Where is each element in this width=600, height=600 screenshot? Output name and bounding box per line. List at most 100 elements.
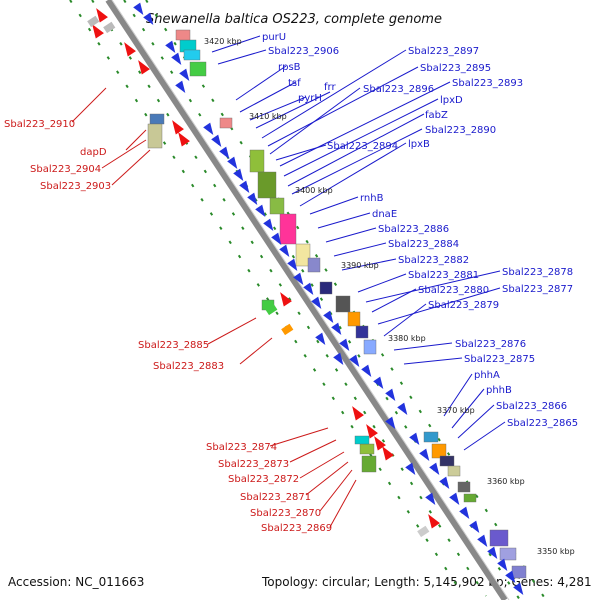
gene-label[interactable]: pyrH — [298, 93, 322, 104]
leader-line — [329, 479, 357, 528]
leader-line — [457, 404, 495, 439]
gene-arrow — [487, 546, 498, 560]
backbone-highlight — [111, 0, 510, 600]
gene-label[interactable]: Sbal223_2882 — [398, 255, 469, 266]
gene-label[interactable]: Sbal223_2866 — [496, 401, 567, 412]
gene-arrow — [361, 364, 372, 378]
leader-line — [217, 49, 267, 65]
feature-band — [439, 455, 455, 467]
leader-line — [239, 81, 297, 113]
gene-arrow — [429, 462, 440, 476]
leader-line — [451, 388, 485, 429]
feature-band — [189, 61, 207, 77]
gene-arrow — [352, 406, 364, 421]
topology-text: Topology: circular; Length: 5,145,902 bp… — [261, 575, 592, 589]
guide-line — [91, 0, 487, 597]
gene-label[interactable]: rnhB — [360, 193, 384, 204]
gene-label[interactable]: Sbal223_2871 — [240, 492, 311, 503]
feature-band — [499, 547, 517, 561]
gene-label[interactable]: Sbal223_2884 — [388, 239, 459, 250]
gene-arrow — [373, 376, 384, 390]
kbp-tick: 3370 kbp — [437, 406, 475, 415]
gene-label[interactable]: Sbal223_2875 — [464, 354, 535, 365]
gene-label[interactable]: purU — [262, 32, 286, 43]
guide-line — [145, 0, 547, 600]
kbp-tick: 3350 kbp — [537, 547, 575, 556]
gene-label[interactable]: Sbal223_2869 — [261, 523, 332, 534]
gene-arrow — [323, 310, 334, 324]
gene-label[interactable]: Sbal223_2895 — [420, 63, 491, 74]
leader-line — [371, 288, 417, 313]
gene-arrow — [349, 354, 360, 368]
gene-label[interactable]: Sbal223_2890 — [425, 125, 496, 136]
leader-line — [267, 66, 419, 147]
leader-line — [269, 87, 361, 155]
gene-arrow — [425, 492, 436, 506]
gene-label[interactable]: rpsB — [278, 62, 301, 73]
gene-label[interactable]: Sbal223_2874 — [206, 442, 277, 453]
gene-label[interactable]: lpxB — [408, 139, 430, 150]
leader-line — [235, 65, 287, 101]
leader-line — [283, 98, 439, 177]
gene-arrow — [419, 448, 430, 462]
gene-arrow — [477, 534, 488, 548]
gene-label[interactable]: Sbal223_2873 — [218, 459, 289, 470]
gene-label[interactable]: Sbal223_2878 — [502, 267, 573, 278]
gene-arrow — [165, 40, 176, 54]
gene-label[interactable]: Sbal223_2877 — [502, 284, 573, 295]
gene-label[interactable]: Sbal223_2885 — [138, 340, 209, 351]
gene-label[interactable]: phhA — [474, 370, 500, 381]
gene-arrow — [133, 2, 144, 16]
gene-arrow — [428, 514, 440, 529]
gene-label[interactable]: Sbal223_2886 — [378, 224, 449, 235]
gene-label[interactable]: Sbal223_2880 — [418, 285, 489, 296]
gene-label[interactable]: fabZ — [425, 110, 448, 121]
gene-label[interactable]: tsf — [288, 78, 301, 89]
leader-line — [299, 142, 407, 207]
gene-label[interactable]: Sbal223_2897 — [408, 46, 479, 57]
leader-line — [393, 342, 453, 351]
feature-band — [355, 325, 369, 339]
gene-label[interactable]: Sbal223_2910 — [4, 119, 75, 130]
gene-label[interactable]: phhB — [486, 385, 512, 396]
leader-line — [299, 451, 345, 479]
gene-label[interactable]: Sbal223_2865 — [507, 418, 578, 429]
gene-label[interactable]: Sbal223_2894 — [327, 141, 398, 152]
gene-label[interactable]: lpxD — [440, 95, 463, 106]
feature-band — [257, 171, 277, 199]
gene-label[interactable]: Sbal223_2879 — [428, 300, 499, 311]
leader-line — [111, 149, 151, 186]
gene-marker — [265, 303, 278, 316]
gene-arrow — [339, 338, 350, 352]
gene-label[interactable]: Sbal223_2904 — [30, 164, 101, 175]
gene-arrow — [239, 180, 250, 194]
feature-band — [359, 443, 375, 455]
gene-label[interactable]: Sbal223_2896 — [363, 84, 434, 95]
leader-line — [403, 357, 463, 365]
gene-label[interactable]: Sbal223_2903 — [40, 181, 111, 192]
gene-marker — [103, 21, 116, 34]
gene-label[interactable]: dnaE — [372, 209, 397, 220]
gene-arrow — [92, 24, 104, 39]
gene-label[interactable]: Sbal223_2906 — [268, 46, 339, 57]
gene-arrow — [172, 120, 184, 135]
gene-label[interactable]: frr — [324, 82, 336, 93]
feature-band — [147, 123, 163, 149]
feature-band — [307, 257, 321, 273]
gene-label[interactable]: dapD — [80, 147, 107, 158]
gene-arrow — [96, 8, 108, 23]
leader-line — [101, 139, 147, 169]
gene-arrow — [293, 272, 304, 286]
gene-label[interactable]: Sbal223_2881 — [408, 270, 479, 281]
gene-label[interactable]: Sbal223_2872 — [228, 474, 299, 485]
gene-label[interactable]: Sbal223_2876 — [455, 339, 526, 350]
feature-band — [489, 529, 509, 547]
leader-line — [365, 270, 501, 303]
gene-label[interactable]: Sbal223_2870 — [250, 508, 321, 519]
gene-arrow — [385, 416, 396, 430]
feature-band — [457, 481, 471, 493]
leader-line — [239, 337, 273, 365]
gene-label[interactable]: Sbal223_2883 — [153, 361, 224, 372]
gene-arrow — [178, 132, 190, 147]
gene-label[interactable]: Sbal223_2893 — [452, 78, 523, 89]
